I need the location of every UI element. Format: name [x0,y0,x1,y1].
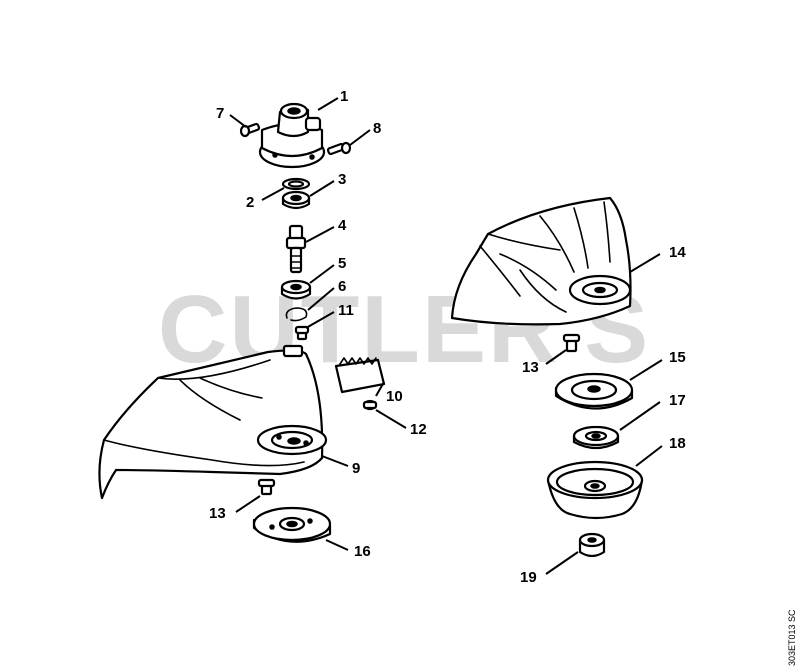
leader-lines [229,97,663,575]
part-18-cup [546,460,644,520]
callout-13-upper: 13 [522,359,539,376]
part-19-nut [578,532,606,558]
part-13-screw-lower [257,478,276,496]
part-3-bearing [281,190,311,210]
part-11-screw [294,325,310,341]
callout-19: 19 [520,569,537,586]
callout-16: 16 [354,543,371,560]
part-14-deflector-guard [450,196,632,326]
part-16-thrust-plate [252,506,332,543]
callout-9: 9 [352,460,360,477]
callout-12: 12 [410,421,427,438]
part-1-gearbox-housing [258,102,326,169]
callout-13-lower: 13 [209,505,226,522]
part-5-bearing [280,279,312,300]
callout-labels: 1 2 3 4 5 6 7 8 9 10 11 12 13 13 14 15 1… [209,88,686,586]
callout-3: 3 [338,171,346,188]
part-4-shaft [285,224,307,274]
callout-8: 8 [373,120,381,137]
callout-7: 7 [216,105,224,122]
part-17-washer [572,425,620,450]
callout-4: 4 [338,217,347,234]
part-9-deflector-guard [98,344,328,500]
part-13-screw-upper [562,333,581,353]
part-12-nut [362,399,378,411]
part-6-circlip [285,307,308,322]
part-2-ring [281,177,311,191]
callout-17: 17 [669,392,686,409]
callout-1: 1 [340,88,348,105]
callout-5: 5 [338,255,346,272]
document-id: 303ET013 SC [787,609,797,666]
part-15-thrust-plate [554,372,634,410]
callout-6: 6 [338,278,346,295]
part-8-screw [326,141,352,156]
callout-15: 15 [669,349,686,366]
callout-14: 14 [669,244,686,261]
callout-10: 10 [386,388,403,405]
callout-11: 11 [338,302,354,319]
callout-18: 18 [669,435,686,452]
callout-2: 2 [246,194,254,211]
